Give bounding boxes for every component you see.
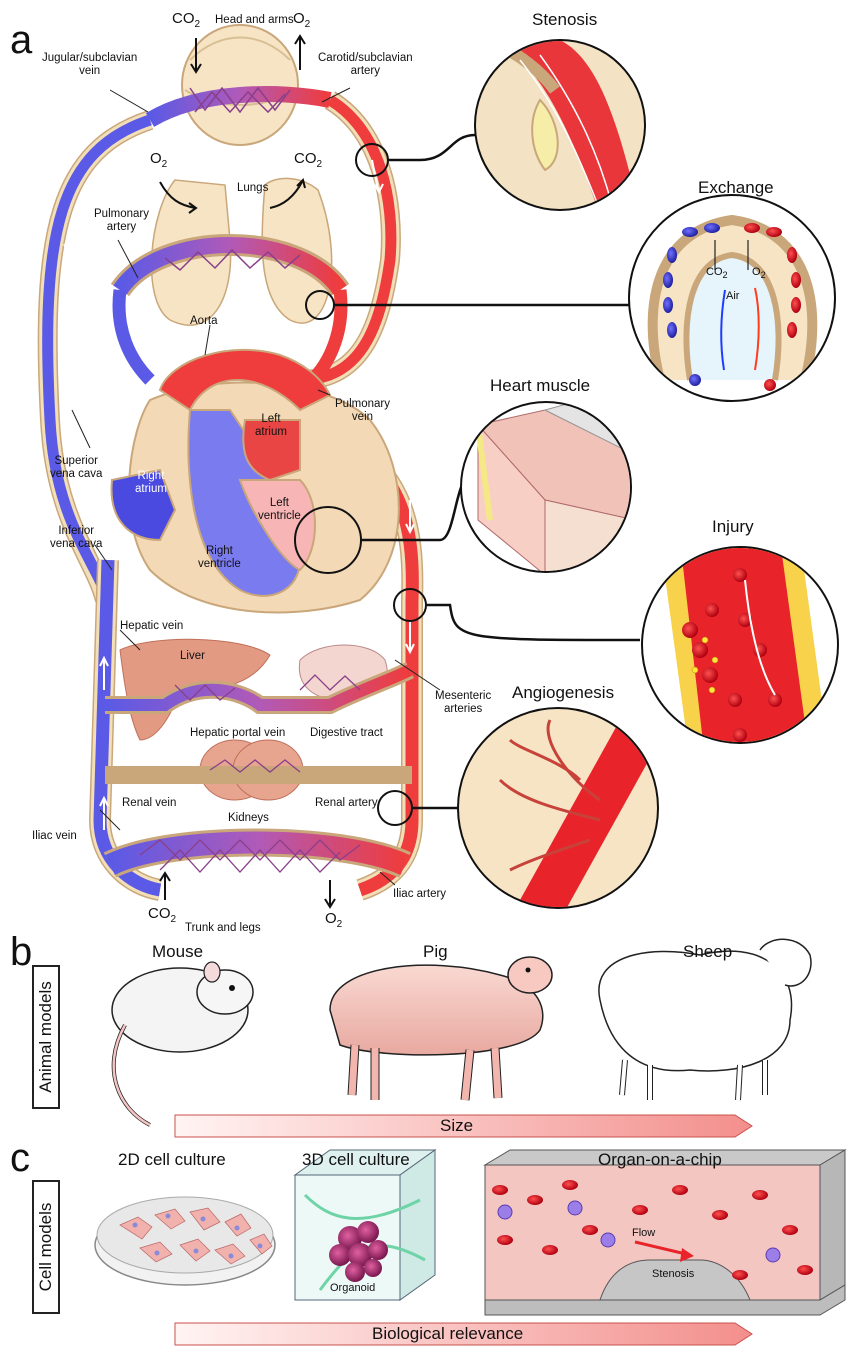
label-inferior-vena-cava: Inferior vena cava xyxy=(50,525,102,551)
label-jugular-vein: Jugular/subclavian vein xyxy=(42,52,137,78)
label-carotid-artery: Carotid/subclavian artery xyxy=(318,52,413,78)
label-pulmonary-artery: Pulmonary artery xyxy=(94,208,149,234)
label-iliac-artery: Iliac artery xyxy=(393,888,446,901)
animal-sheep-label: Sheep xyxy=(683,942,732,962)
gas-top-co2: CO2 xyxy=(172,10,200,30)
animal-mouse-label: Mouse xyxy=(152,942,203,962)
organoid-label: Organoid xyxy=(330,1282,375,1294)
model-2d-label: 2D cell culture xyxy=(118,1150,226,1170)
label-kidneys: Kidneys xyxy=(228,812,269,825)
label-trunk-and-legs: Trunk and legs xyxy=(185,922,261,935)
label-pulmonary-vein: Pulmonary vein xyxy=(335,398,390,424)
label-left-ventricle: Left ventricle xyxy=(258,497,301,523)
gas-bottom-co2: CO2 xyxy=(148,905,176,925)
inset-title-stenosis: Stenosis xyxy=(532,10,597,30)
relevance-arrow-label: Biological relevance xyxy=(372,1324,523,1344)
label-superior-vena-cava: Superior vena cava xyxy=(50,455,102,481)
inset-title-injury: Injury xyxy=(712,517,754,537)
label-mesenteric-arteries: Mesenteric arteries xyxy=(435,690,491,716)
label-left-atrium: Left atrium xyxy=(255,413,287,439)
label-hepatic-portal-vein: Hepatic portal vein xyxy=(190,727,285,740)
label-head-and-arms: Head and arms xyxy=(215,14,294,27)
inset-title-angiogenesis: Angiogenesis xyxy=(512,683,614,703)
gas-top-o2: O2 xyxy=(293,10,310,30)
label-aorta: Aorta xyxy=(190,315,218,328)
label-right-atrium: Right atrium xyxy=(135,470,167,496)
cell-models-label: Cell models xyxy=(36,1203,56,1292)
label-lungs: Lungs xyxy=(237,182,268,195)
inset-title-heart-muscle: Heart muscle xyxy=(490,376,590,396)
animal-models-box: Animal models xyxy=(32,965,60,1109)
exchange-air: Air xyxy=(726,290,739,302)
cell-models-box: Cell models xyxy=(32,1180,60,1314)
exchange-o2: O2 xyxy=(752,266,766,280)
panel-label-a: a xyxy=(10,18,32,63)
model-3d-label: 3D cell culture xyxy=(302,1150,410,1170)
animal-models-label: Animal models xyxy=(36,981,56,1093)
panel-label-c: c xyxy=(10,1136,30,1181)
gas-lungs-o2: O2 xyxy=(150,150,167,170)
label-digestive-tract: Digestive tract xyxy=(310,727,383,740)
model-organ-on-chip-label: Organ-on-a-chip xyxy=(598,1150,722,1170)
label-hepatic-vein: Hepatic vein xyxy=(120,620,183,633)
gas-lungs-co2: CO2 xyxy=(294,150,322,170)
inset-title-exchange: Exchange xyxy=(698,178,774,198)
label-liver: Liver xyxy=(180,650,205,663)
exchange-co2: CO2 xyxy=(706,266,728,280)
label-renal-vein: Renal vein xyxy=(122,797,176,810)
label-iliac-vein: Iliac vein xyxy=(32,830,77,843)
size-arrow-label: Size xyxy=(440,1116,473,1136)
label-renal-artery: Renal artery xyxy=(315,797,378,810)
chip-stenosis-label: Stenosis xyxy=(652,1268,694,1280)
flow-label: Flow xyxy=(632,1227,655,1239)
label-right-ventricle: Right ventricle xyxy=(198,545,241,571)
animal-pig-label: Pig xyxy=(423,942,448,962)
gas-bottom-o2: O2 xyxy=(325,910,342,930)
panel-label-b: b xyxy=(10,930,32,975)
